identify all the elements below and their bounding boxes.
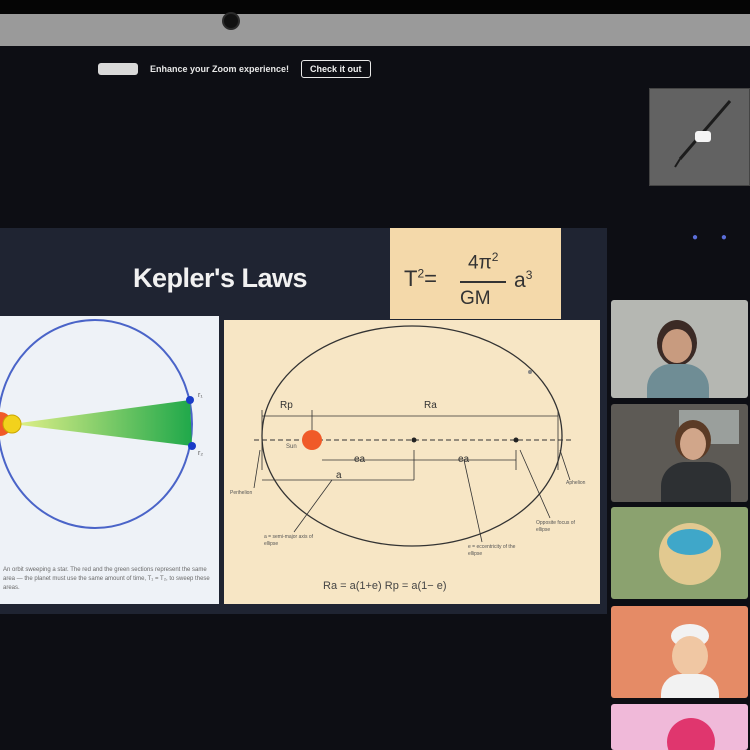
formula-numerator: 4π2 bbox=[468, 250, 499, 274]
formula-t: T2= bbox=[404, 266, 437, 291]
banner-message: Enhance your Zoom experience! bbox=[150, 64, 290, 74]
camera-off-icon[interactable] bbox=[695, 131, 711, 142]
webcam-lens bbox=[222, 12, 240, 30]
ellipse-svg bbox=[253, 325, 574, 547]
label-ea-left: ea bbox=[354, 454, 366, 465]
participant-avatar-5[interactable] bbox=[611, 704, 748, 750]
participant-video-1[interactable] bbox=[611, 300, 748, 398]
label-ra: Ra bbox=[424, 400, 437, 411]
label-perihelion: Perihelion bbox=[230, 490, 253, 496]
label-sun: Sun bbox=[286, 444, 297, 450]
label-ea-right: ea bbox=[458, 454, 470, 465]
upgrade-banner: Enhance your Zoom experience! Check it o… bbox=[98, 58, 371, 80]
aphelion-perihelion-formula: Ra = a(1+e) Rp = a(1− e) bbox=[323, 580, 447, 592]
label-rp: Rp bbox=[280, 400, 293, 411]
participant-body-icon bbox=[661, 462, 731, 502]
label-a: a bbox=[336, 470, 342, 481]
formula-a: a3 bbox=[514, 268, 533, 292]
note-eccentricity: e = eccentricity of the ellipse bbox=[468, 544, 516, 557]
participant-body-icon bbox=[647, 364, 709, 398]
equal-areas-diagram: r₁ r₂ An orbit sweeping a star. The red … bbox=[0, 316, 219, 604]
avatar-face-icon bbox=[672, 636, 708, 676]
note-semi-major: a = semi-major axis of ellipse bbox=[264, 534, 314, 547]
check-it-out-button[interactable]: Check it out bbox=[301, 60, 371, 78]
fraction-bar bbox=[460, 281, 506, 283]
pen-icon bbox=[674, 100, 732, 168]
participant-avatar-3[interactable] bbox=[611, 507, 748, 599]
diagram-caption: An orbit sweeping a star. The red and th… bbox=[3, 567, 210, 591]
participant-avatar-4[interactable] bbox=[611, 606, 748, 698]
banner-logo-icon bbox=[98, 63, 138, 75]
participant-video-2[interactable] bbox=[611, 404, 748, 502]
monitor-bezel bbox=[0, 0, 750, 14]
label-aphelion: Aphelion bbox=[566, 480, 586, 486]
participant-face-icon bbox=[680, 428, 706, 460]
slide-title: Kepler's Laws bbox=[133, 263, 308, 293]
window-titlebar bbox=[0, 14, 750, 46]
self-view-tile[interactable] bbox=[649, 88, 750, 186]
label-r1: r₁ bbox=[198, 392, 203, 399]
kepler-third-law-formula: T2= 4π2 GM a3 bbox=[390, 228, 561, 319]
avatar-body-icon bbox=[661, 674, 719, 698]
more-dots-icon[interactable]: ● ● bbox=[692, 232, 737, 243]
participant-face-icon bbox=[662, 329, 692, 363]
profile-picture-detail-icon bbox=[667, 529, 713, 555]
avatar-hair-icon bbox=[667, 718, 715, 750]
label-r2: r₂ bbox=[198, 450, 204, 457]
note-opposite-focus: Opposite focus of ellipse bbox=[536, 520, 575, 533]
shared-slide: Kepler's Laws T2= 4π2 GM a3 r₁ r₂ An orb… bbox=[0, 228, 607, 614]
ellipse-geometry-diagram: Rp Ra Sun ea ea a Perihelion Aphelion a … bbox=[224, 320, 600, 604]
orbit-svg bbox=[0, 319, 196, 529]
formula-denominator: GM bbox=[460, 288, 491, 309]
